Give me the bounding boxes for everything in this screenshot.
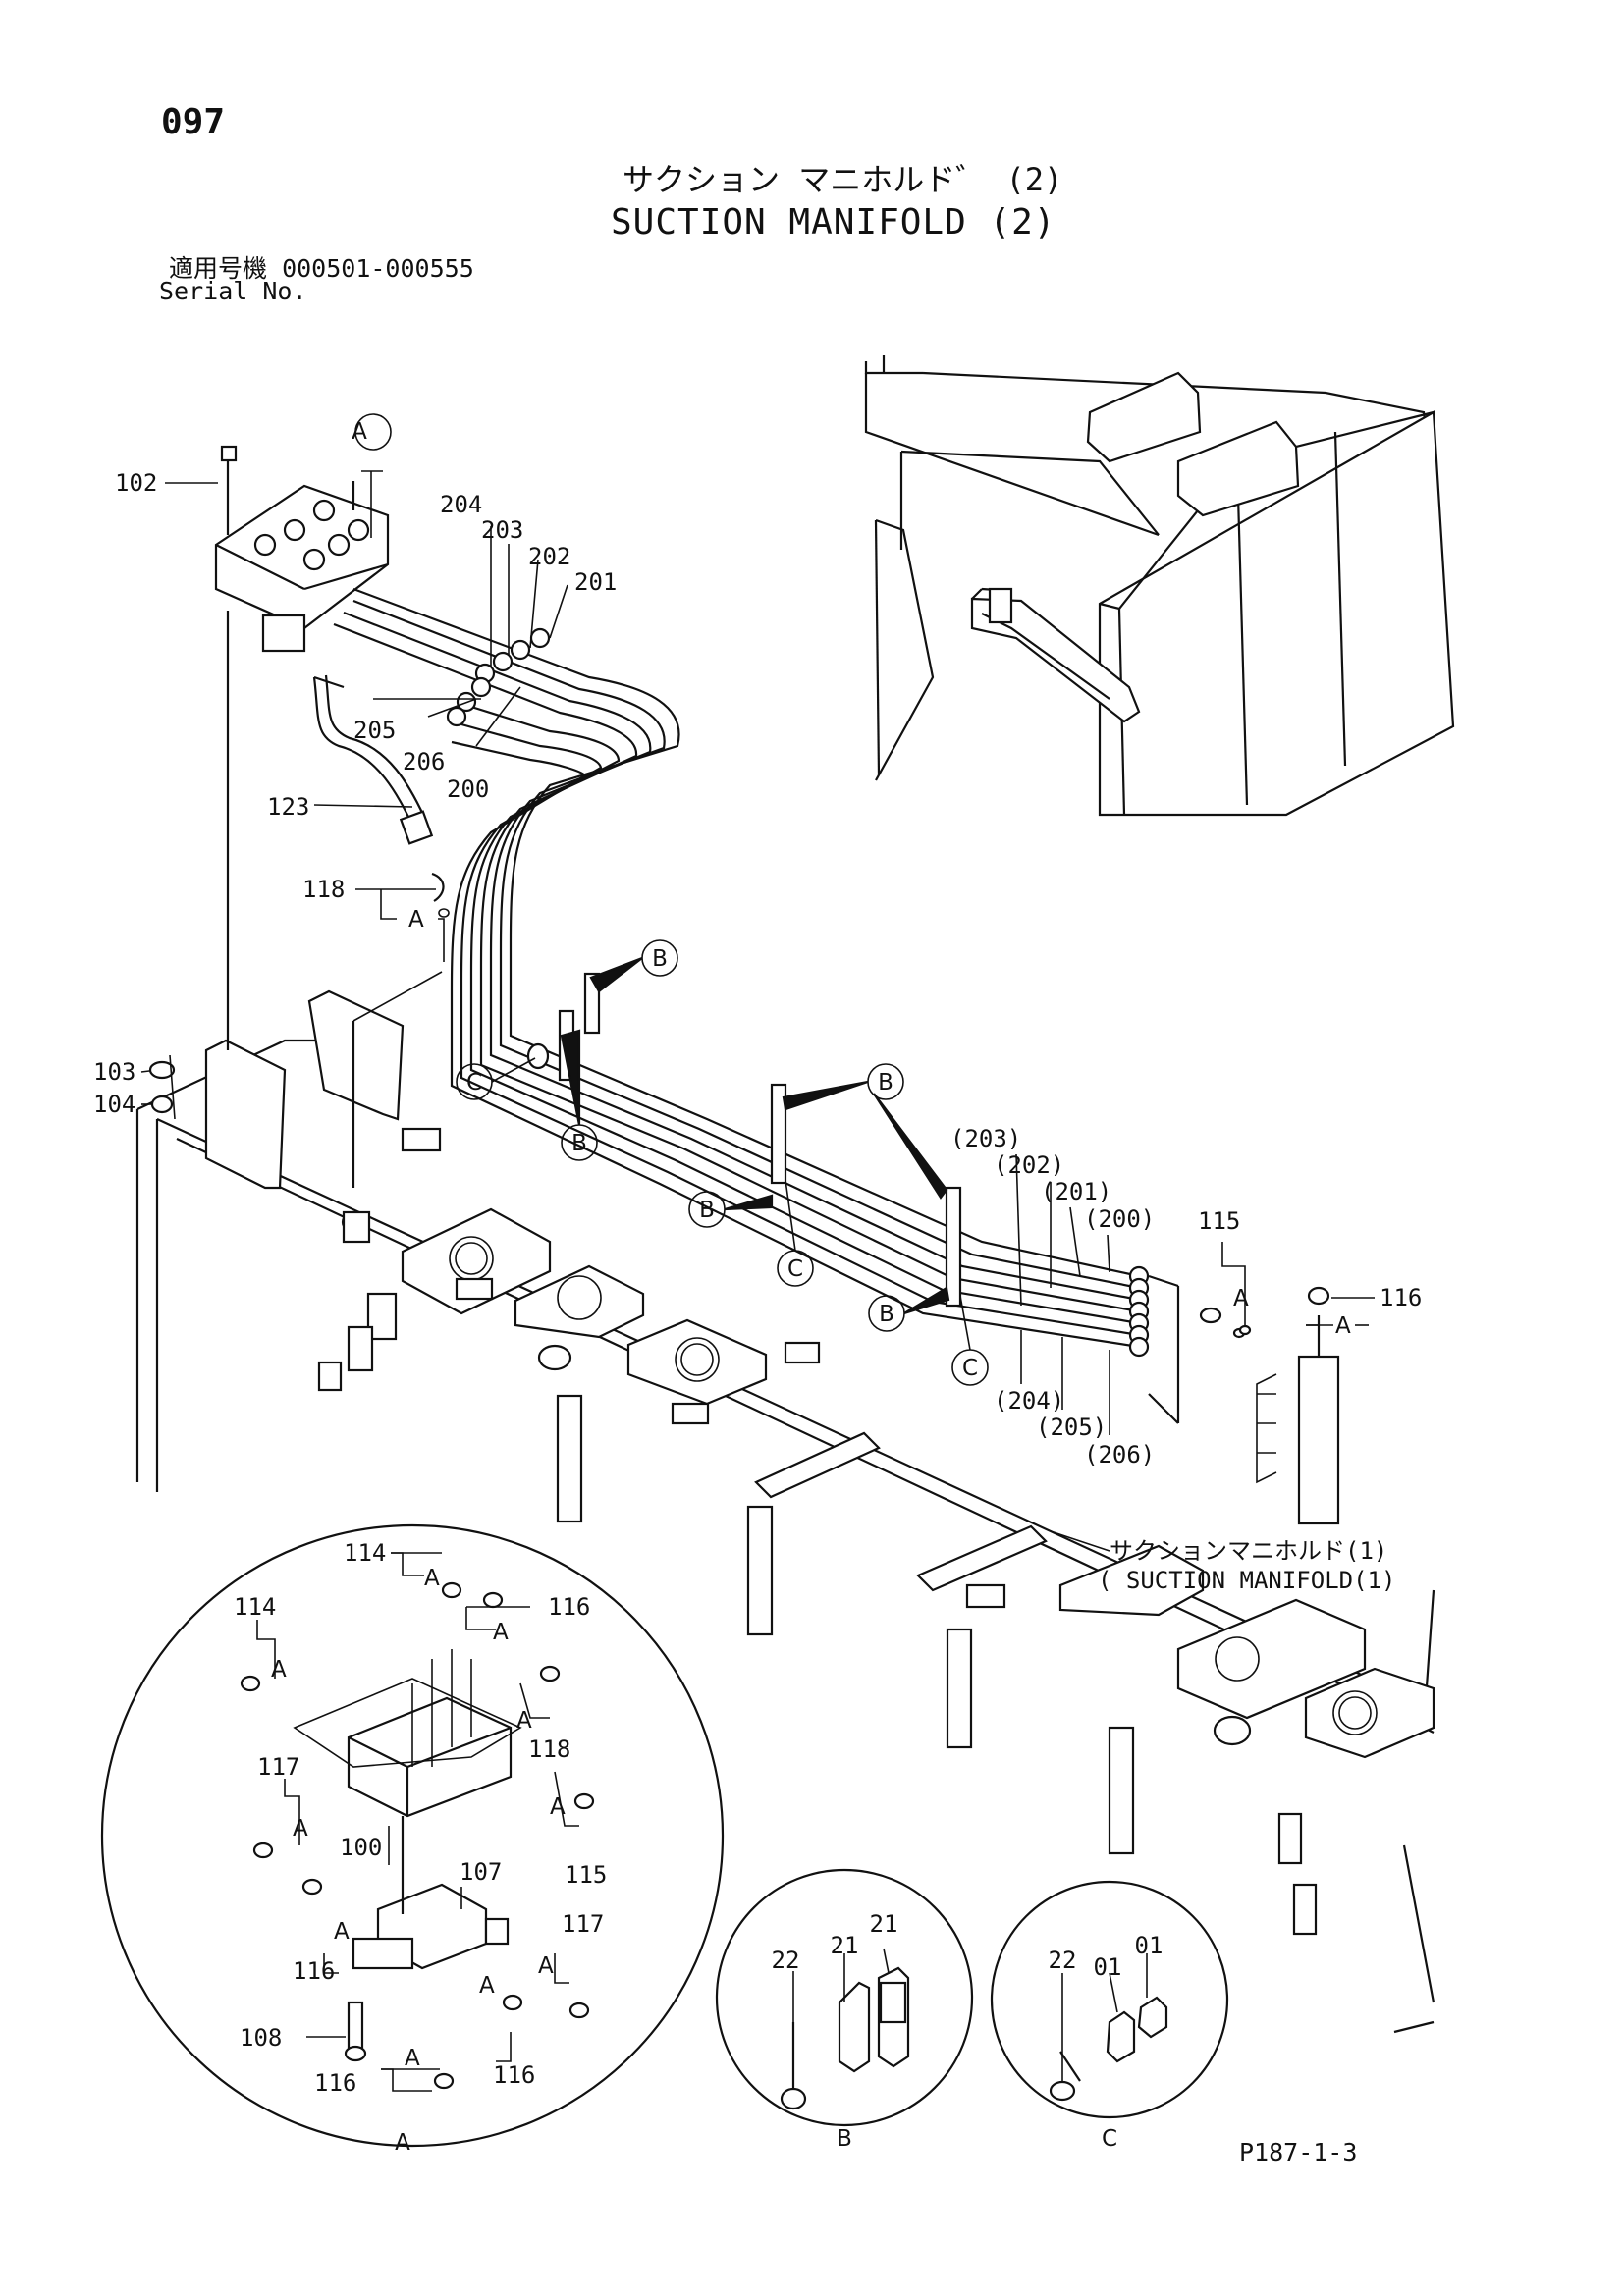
detail-a-callout-114-left: 114 — [234, 1593, 276, 1621]
callout-123: 123 — [267, 793, 309, 821]
detail-b-caption: B — [837, 2126, 852, 2152]
ref-letter-a-118: A — [408, 907, 424, 933]
callout-118: 118 — [302, 876, 345, 903]
detail-c-view — [990, 1880, 1229, 2119]
frame-drawing — [135, 1039, 1435, 2034]
detail-a-letter-a1: A — [424, 1566, 440, 1591]
serial-label-jp: 適用号機 — [169, 254, 268, 283]
callout-paren-205: (205) — [1036, 1414, 1107, 1441]
callout-104: 104 — [93, 1091, 135, 1118]
detail-a-letter-a5: A — [293, 1816, 308, 1842]
detail-a-callout-115: 115 — [565, 1861, 607, 1889]
detail-a-callout-117-left: 117 — [257, 1753, 299, 1781]
detail-a-callout-116-top: 116 — [548, 1593, 590, 1621]
right-manifold-drawing — [1199, 1286, 1340, 1525]
ref-letter-b-3: B — [878, 1070, 893, 1095]
bracket-drawing — [204, 611, 405, 1190]
leader-lines — [140, 413, 1375, 1435]
callout-205: 205 — [353, 717, 396, 744]
detail-a-callout-114-top: 114 — [344, 1539, 386, 1567]
ref-letter-a-116: A — [1335, 1313, 1351, 1339]
ref-letter-c-1: C — [466, 1070, 482, 1095]
detail-c-caption: C — [1102, 2126, 1117, 2152]
callout-paren-201: (201) — [1041, 1178, 1111, 1205]
callout-paren-203: (203) — [950, 1125, 1021, 1152]
detail-a-letter-a4: A — [516, 1708, 532, 1734]
detail-a-callout-100: 100 — [340, 1834, 382, 1861]
detail-a-callout-116-bottom: 116 — [314, 2069, 356, 2097]
serial-range: 000501-000555 — [282, 254, 474, 283]
callout-203: 203 — [481, 516, 523, 544]
detail-b-callout-22: 22 — [772, 1947, 800, 1974]
detail-a-view — [100, 1523, 725, 2148]
callout-116: 116 — [1380, 1284, 1422, 1311]
detail-c-callout-22: 22 — [1049, 1947, 1077, 1974]
manifold-drawing — [214, 445, 445, 902]
detail-a-caption: A — [395, 2130, 410, 2156]
callout-paren-200: (200) — [1084, 1205, 1155, 1233]
detail-c-callout-01-right: 01 — [1135, 1932, 1164, 1959]
callout-paren-202: (202) — [994, 1151, 1064, 1179]
detail-a-callout-117-right: 117 — [562, 1910, 604, 1938]
callout-103: 103 — [93, 1058, 135, 1086]
detail-a-letter-a2: A — [271, 1657, 287, 1682]
detail-a-letter-a8: A — [538, 1953, 554, 1979]
callout-115: 115 — [1198, 1207, 1240, 1235]
page-number: 097 — [161, 102, 226, 142]
detail-a-letter-a3: A — [493, 1620, 509, 1645]
detail-a-letter-a6: A — [550, 1794, 566, 1820]
detail-a-letter-a10: A — [405, 2046, 420, 2071]
callout-200: 200 — [447, 775, 489, 803]
label-manifold1-en: ( SUCTION MANIFOLD(1) — [1098, 1567, 1395, 1594]
title-english: SUCTION MANIFOLD (2) — [611, 202, 1056, 242]
detail-a-callout-107: 107 — [460, 1858, 502, 1886]
ref-letter-b-1: B — [652, 946, 668, 972]
serial-line: 適用号機 000501-000555 — [169, 249, 474, 285]
ref-letter-c-3: C — [962, 1356, 978, 1381]
detail-a-callout-116-right: 116 — [493, 2061, 535, 2089]
tube-bundle — [313, 587, 1180, 1424]
detail-a-callout-116-left: 116 — [293, 1957, 335, 1985]
ref-letter-b-5: B — [879, 1302, 894, 1327]
detail-b-callout-21-left: 21 — [831, 1932, 859, 1959]
ref-letter-a: A — [352, 419, 367, 445]
ref-letter-c-2: C — [787, 1256, 803, 1282]
machine-body-drawing — [864, 355, 1455, 817]
callout-204: 204 — [440, 491, 482, 518]
serial-label-en: Serial No. — [159, 277, 307, 305]
detail-c-callout-01-left: 01 — [1094, 1953, 1122, 1981]
detail-b-callout-21-right: 21 — [870, 1910, 898, 1938]
detail-a-letter-a7: A — [334, 1919, 350, 1945]
ref-letter-a-115: A — [1233, 1286, 1249, 1311]
callout-201: 201 — [574, 568, 617, 596]
detail-a-callout-118: 118 — [528, 1735, 570, 1763]
footer-code: P187-1-3 — [1239, 2138, 1358, 2166]
ref-letter-b-2: B — [571, 1131, 587, 1156]
detail-b-view — [715, 1868, 974, 2127]
title-japanese: サクション マニホルド゛ (2) — [623, 161, 1063, 198]
detail-a-letter-a9: A — [479, 1973, 495, 1999]
callout-206: 206 — [403, 748, 445, 775]
label-manifold1-jp: サクションマニホルド(1) — [1110, 1537, 1387, 1565]
callout-102: 102 — [115, 469, 157, 497]
ref-letter-b-4: B — [699, 1198, 715, 1223]
detail-a-callout-108: 108 — [240, 2024, 282, 2052]
callout-202: 202 — [528, 543, 570, 570]
callout-paren-206: (206) — [1084, 1441, 1155, 1468]
callout-paren-204: (204) — [994, 1387, 1064, 1415]
